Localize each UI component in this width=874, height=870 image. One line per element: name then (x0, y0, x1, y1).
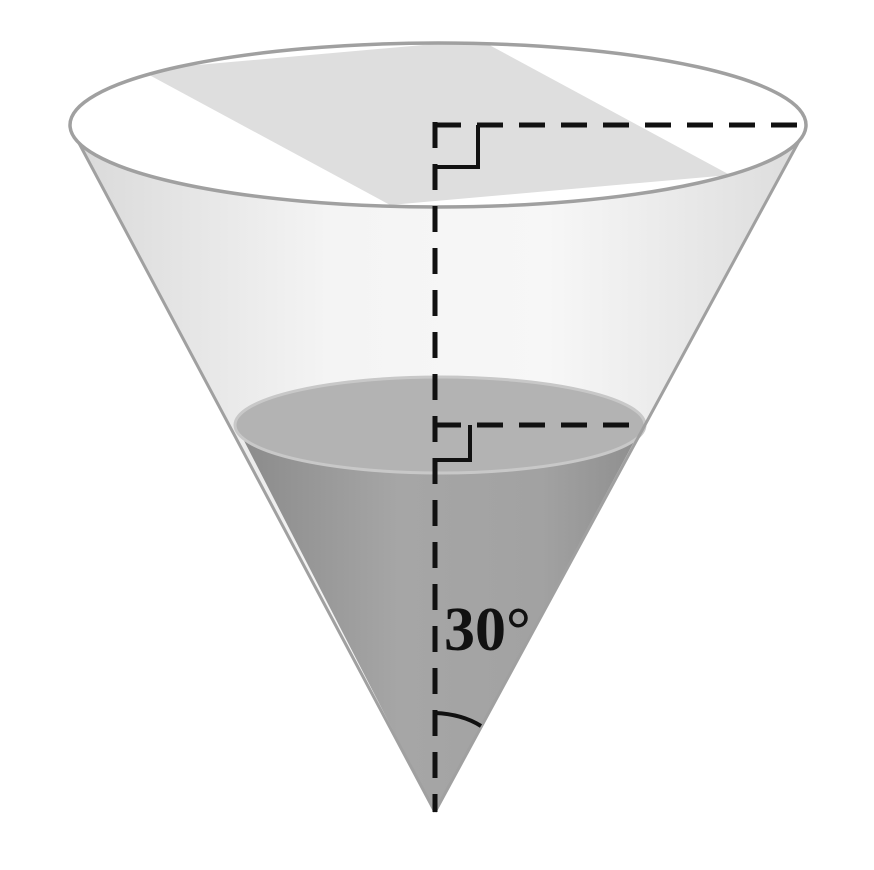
cone-left-edge (70, 129, 437, 813)
cone-right-edge (433, 129, 807, 813)
water-right-angle-marker (435, 425, 472, 462)
angle-label: 30° (444, 596, 531, 664)
water-body (236, 425, 643, 812)
top-right-angle-marker (435, 125, 480, 169)
apex-angle-arc (434, 711, 483, 728)
rim-outline (68, 41, 808, 209)
